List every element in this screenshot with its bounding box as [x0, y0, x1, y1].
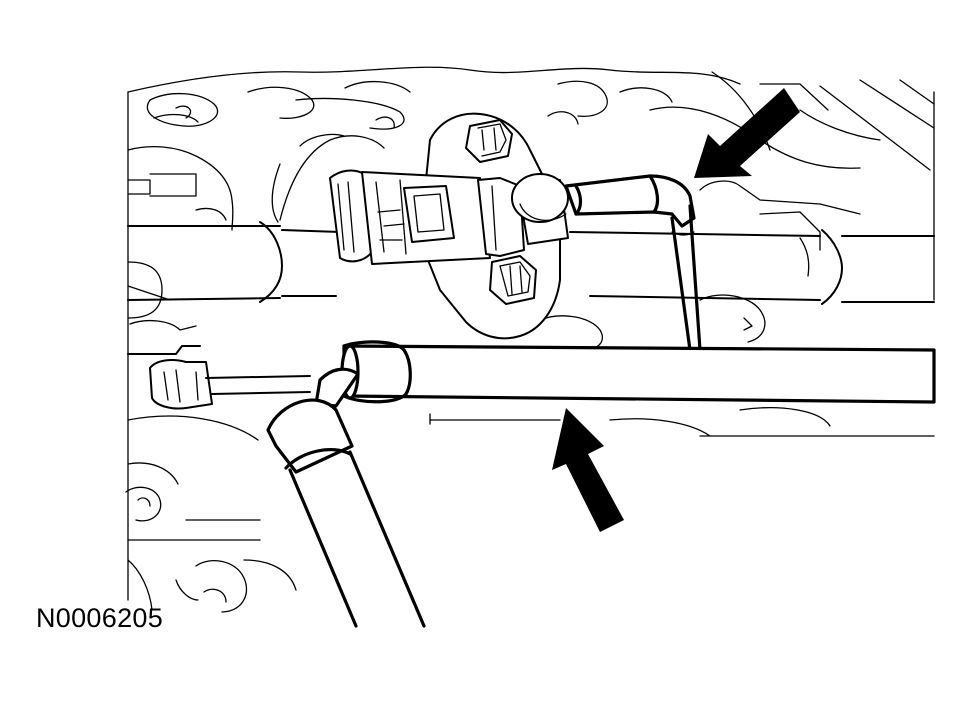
upper-bolt — [465, 119, 513, 163]
descending-hose — [266, 367, 426, 628]
sensor-vacuum-hose — [564, 174, 702, 352]
main-horizontal-tube — [127, 221, 935, 305]
lower-callout-arrow — [552, 408, 624, 532]
electrical-connector — [329, 169, 525, 265]
left-port-connector — [127, 319, 311, 410]
upper-callout-arrow — [694, 88, 800, 178]
figure-reference-code: N0006205 — [36, 603, 164, 633]
lower-tube — [340, 340, 936, 404]
sensor-body — [511, 173, 569, 245]
lower-bolt — [489, 255, 537, 305]
